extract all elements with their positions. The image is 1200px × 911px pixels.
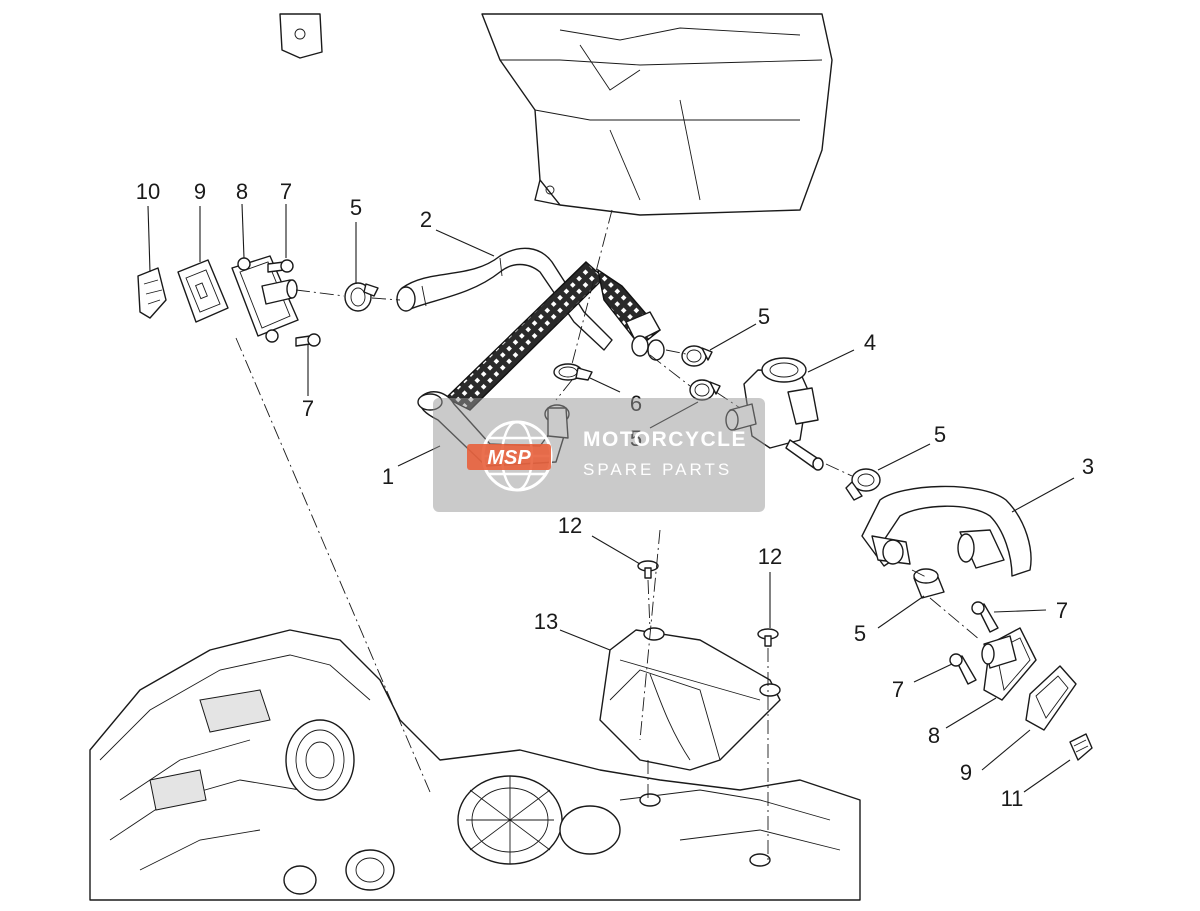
clamp-5-right-mid [845,468,881,501]
mounting-bracket [279,13,323,59]
callout-7-upper-left: 7 [280,179,292,204]
screw-7-lower-left [295,333,321,347]
engine-block [89,629,861,901]
callout-1: 1 [382,464,394,489]
cover-13 [599,627,781,771]
gasket-9-right [1025,665,1077,731]
clamp-5-valve-lower [689,379,721,401]
sleeve-5-right [913,568,945,599]
bracket-clip-11 [1069,733,1093,761]
callout-8-left: 8 [236,179,248,204]
watermark-subtitle: SPARE PARTS [583,460,733,479]
screw-12-right [757,628,779,647]
callout-9-right: 9 [960,760,972,785]
watermark-logo-text: MSP [487,447,531,469]
callout-4: 4 [864,330,876,355]
callout-9-left: 9 [194,179,206,204]
screw-7-right-lower [949,653,977,685]
callout-12-right: 12 [758,544,782,569]
clamp-5-valve-upper [681,345,713,367]
callout-10: 10 [136,179,160,204]
callout-numbers: 10 9 8 7 5 2 7 5 4 6 5 1 5 3 12 12 13 7 … [136,179,1094,811]
gasket-9-left [177,259,229,323]
callout-5-right-lower: 5 [854,621,866,646]
screw-7-upper-left [267,259,294,273]
watermark-title: MOTORCYCLE [583,428,747,451]
callout-5-valve-upper: 5 [758,304,770,329]
msp-globe-logo-icon: MSP [467,420,553,492]
spring-clip-6 [553,363,593,381]
callout-12-left: 12 [558,513,582,538]
watermark-banner: MSP MOTORCYCLE SPARE PARTS [433,398,765,512]
callout-2: 2 [420,207,432,232]
airbox-housing [481,13,833,216]
clamp-5-left [344,282,379,312]
bracket-clip-10 [137,267,167,319]
callout-13: 13 [534,609,558,634]
callout-7-right-lower: 7 [892,677,904,702]
assembly-lines [235,209,981,860]
callout-5-left: 5 [350,195,362,220]
callout-7-lower-left: 7 [302,396,314,421]
callout-7-right-upper: 7 [1056,598,1068,623]
callout-5-right-mid: 5 [934,422,946,447]
callout-8-right: 8 [928,723,940,748]
screw-12-left [637,560,659,579]
callout-3: 3 [1082,454,1094,479]
valve-cover-8-right [981,627,1037,701]
screw-7-right-upper [971,601,999,633]
callout-11: 11 [1001,786,1024,811]
hose-3 [861,485,1032,577]
hose-2 [396,247,613,351]
